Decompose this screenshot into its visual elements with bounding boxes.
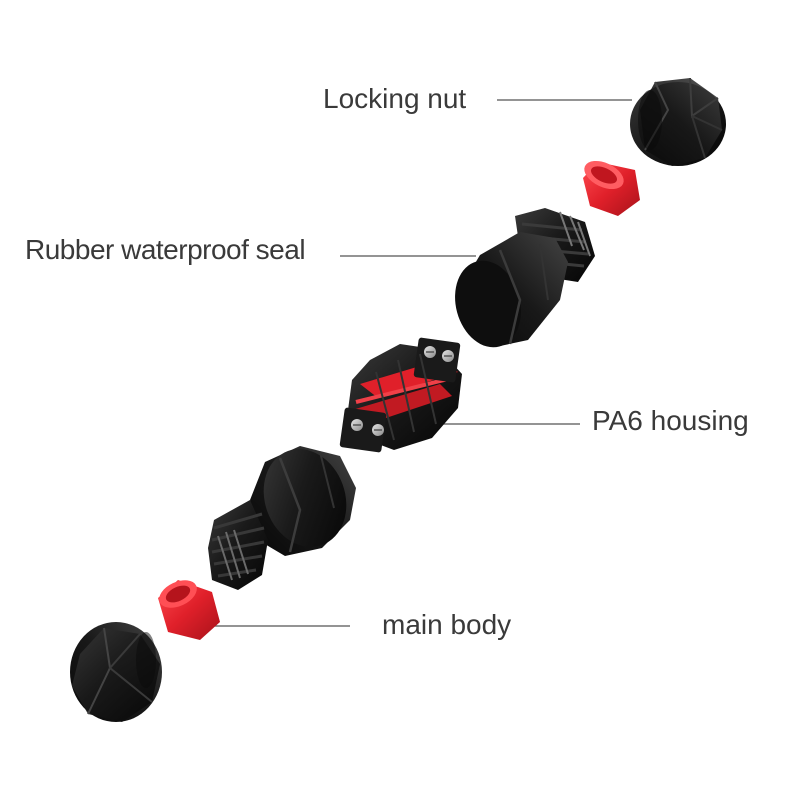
top-red-seal <box>583 160 640 216</box>
pa6-housing-label: PA6 housing <box>592 405 749 436</box>
bottom-locking-nut <box>70 622 162 722</box>
pa6-housing-part <box>339 337 462 453</box>
main-body-label: main body <box>382 609 512 640</box>
top-locking-nut <box>630 77 726 166</box>
lower-main-body <box>208 446 356 590</box>
rubber-seal-label: Rubber waterproof seal <box>25 234 306 265</box>
locking-nut-label: Locking nut <box>323 83 467 114</box>
upper-gland-body <box>455 208 595 348</box>
bottom-red-seal <box>158 580 220 640</box>
